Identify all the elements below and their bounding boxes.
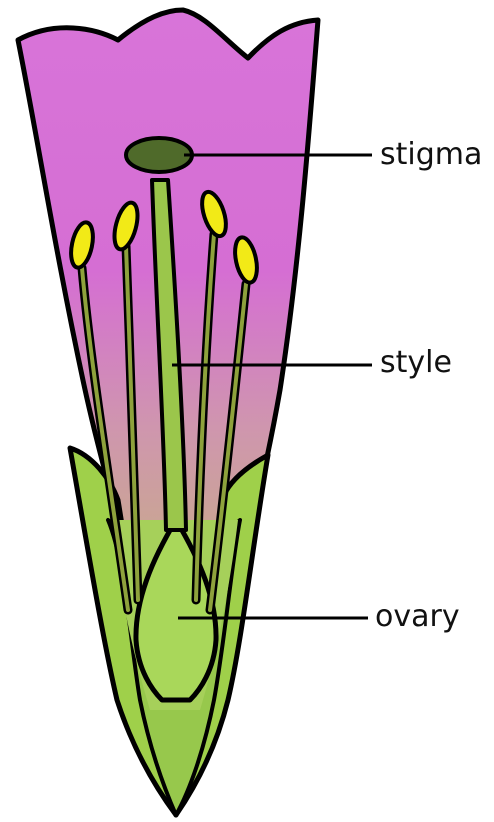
- stigma: [126, 138, 192, 172]
- stigma-label: stigma: [380, 140, 482, 170]
- ovary-label: ovary: [375, 602, 460, 632]
- style-label: style: [380, 348, 452, 378]
